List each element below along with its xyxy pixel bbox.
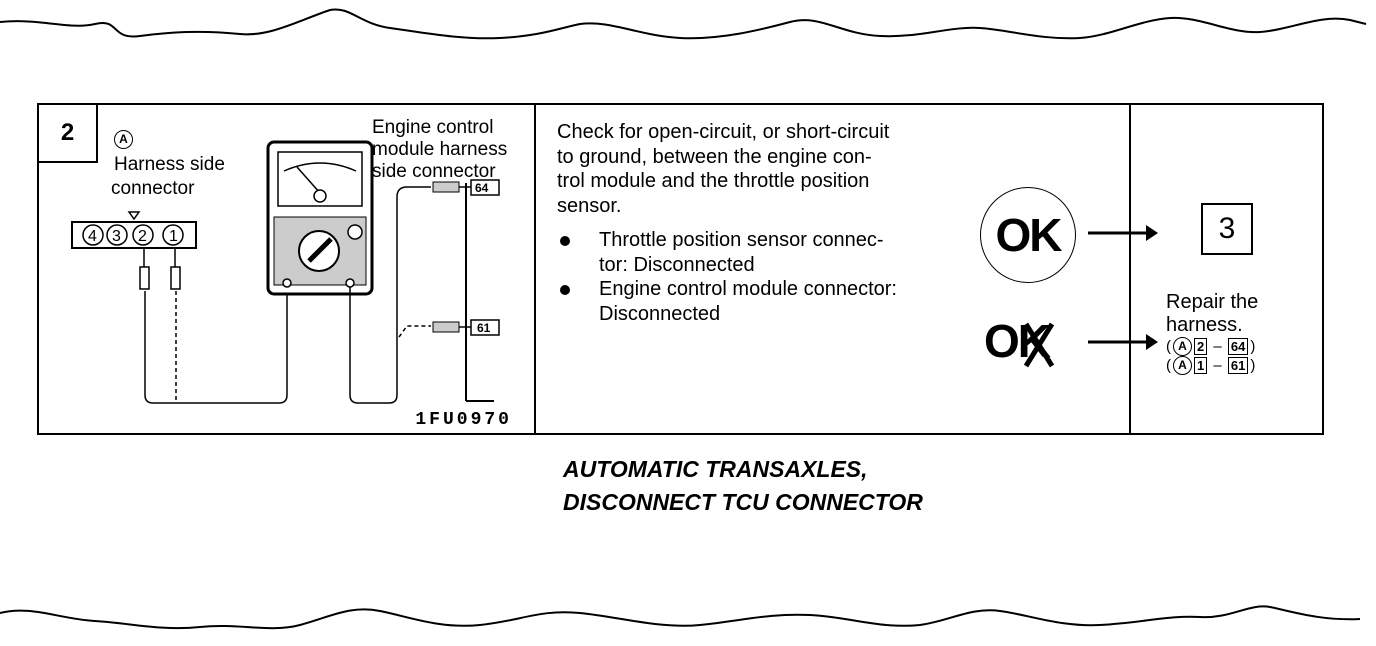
harness-connector-body	[71, 221, 197, 249]
check-conditions: Throttle position sensor connec- tor: Di…	[557, 228, 977, 326]
torn-top-edge	[0, 8, 1367, 40]
pin-1: 1	[169, 228, 178, 245]
ecm-label-2: module harness	[372, 139, 508, 160]
ng-result-icon: OK	[984, 314, 1074, 374]
torn-bottom-edge	[0, 605, 1361, 630]
arrow-right-icon	[1088, 334, 1158, 350]
ok-result-icon: OK	[980, 187, 1076, 283]
harness-side-label-2: connector	[111, 178, 195, 199]
connector-mark: A	[114, 127, 133, 149]
arrow-right-icon	[1088, 225, 1158, 241]
ecm-label-1: Engine control	[372, 117, 494, 138]
pin-3: 3	[112, 228, 121, 245]
troubleshooting-step-table: 2 A Harness side connector Engine contro…	[37, 103, 1324, 435]
ecm-label-3: side connector	[372, 161, 496, 182]
check-cell: Check for open-circuit, or short-circuit…	[536, 105, 1158, 433]
step-number: 2	[39, 105, 98, 163]
connector-latch-icon	[127, 211, 141, 221]
figure-code: 1FU0970	[415, 410, 512, 430]
diagram-cell: 2 A Harness side connector Engine contro…	[39, 105, 536, 433]
pin-2: 2	[138, 228, 147, 245]
condition-item: Engine control module connector: Disconn…	[557, 277, 977, 326]
harness-side-label-1: Harness side	[114, 154, 225, 175]
condition-item: Throttle position sensor connec- tor: Di…	[557, 228, 977, 277]
pin-4: 4	[88, 228, 97, 245]
transaxle-note: AUTOMATIC TRANSAXLES, DISCONNECT TCU CON…	[563, 456, 923, 515]
multimeter-wiring-diagram: 4 3 2 1	[71, 140, 500, 404]
check-instruction: Check for open-circuit, or short-circuit…	[557, 121, 890, 217]
terminal-64: 64	[475, 181, 489, 195]
next-step-box: 3	[1201, 203, 1253, 255]
terminal-61: 61	[477, 321, 491, 335]
cross-out-icon	[1023, 322, 1055, 368]
